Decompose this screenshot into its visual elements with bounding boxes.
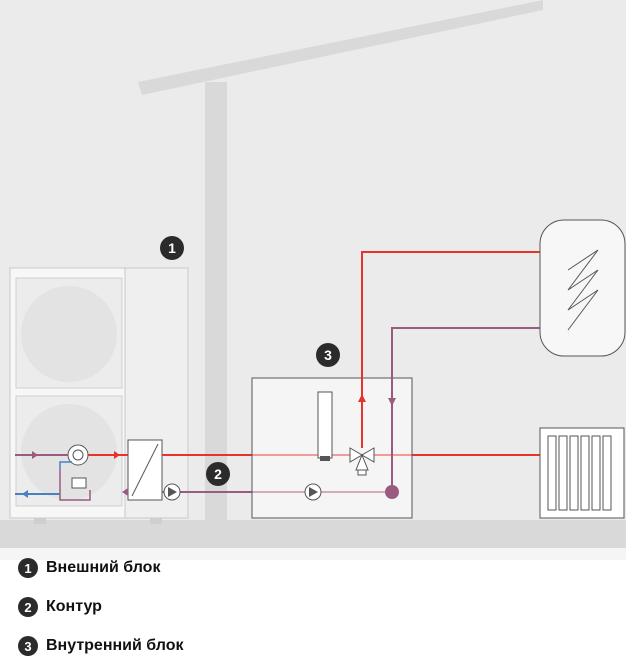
storage-tank xyxy=(539,219,626,357)
heat-exchanger-diagonal xyxy=(131,443,159,497)
marker-2: 2 xyxy=(206,462,230,486)
valve-actuator xyxy=(357,469,367,476)
radiator-fins xyxy=(547,435,612,511)
svg-text:3: 3 xyxy=(324,347,332,363)
foot-right xyxy=(150,518,162,524)
floor-band xyxy=(0,548,626,560)
foot-left xyxy=(34,518,46,524)
compressor-inner xyxy=(72,449,84,461)
return-arrow xyxy=(122,488,128,496)
pump-outdoor-arrow xyxy=(168,487,177,497)
fan-top xyxy=(21,286,117,382)
marker-3: 3 xyxy=(316,343,340,367)
compressor-out-arrow xyxy=(114,451,120,459)
legend-label: Внешний блок xyxy=(46,559,161,576)
indoor-unit xyxy=(251,377,413,519)
legend-item-outdoor-unit: 1 Внешний блок xyxy=(18,558,160,578)
tank-return-arrow xyxy=(388,398,396,406)
heater-base xyxy=(320,456,330,461)
legend-label: Внутренний блок xyxy=(46,637,184,654)
three-way-valve-left xyxy=(349,447,363,463)
tank-coil xyxy=(567,249,599,331)
tank-supply-arrow xyxy=(358,394,366,402)
tank-supply-line xyxy=(361,251,540,448)
marker-1: 1 xyxy=(160,236,184,260)
drain-arrow xyxy=(22,490,28,498)
legend-number: 2 xyxy=(18,597,38,617)
tank-return-line xyxy=(391,327,540,492)
legend-number: 3 xyxy=(18,636,38,656)
valve-box xyxy=(71,477,87,489)
legend-item-circuit: 2 Контур xyxy=(18,597,102,617)
pump-indoor-arrow xyxy=(309,487,318,497)
inlet-arrow xyxy=(32,451,38,459)
radiator xyxy=(539,427,625,519)
roof xyxy=(138,0,543,95)
internal-return-pipe xyxy=(59,470,91,501)
three-way-valve-right xyxy=(361,447,375,463)
svg-text:2: 2 xyxy=(214,466,222,482)
svg-text:1: 1 xyxy=(168,240,176,256)
electric-heater xyxy=(317,391,333,459)
support-post xyxy=(205,82,227,524)
outdoor-unit xyxy=(9,267,189,524)
internal-blue-pipe xyxy=(59,461,72,470)
ground xyxy=(0,520,626,548)
schematic: 1 2 3 xyxy=(0,0,626,560)
legend-number: 1 xyxy=(18,558,38,578)
legend-item-indoor-unit: 3 Внутренний блок xyxy=(18,636,183,656)
legend-label: Контур xyxy=(46,598,102,615)
